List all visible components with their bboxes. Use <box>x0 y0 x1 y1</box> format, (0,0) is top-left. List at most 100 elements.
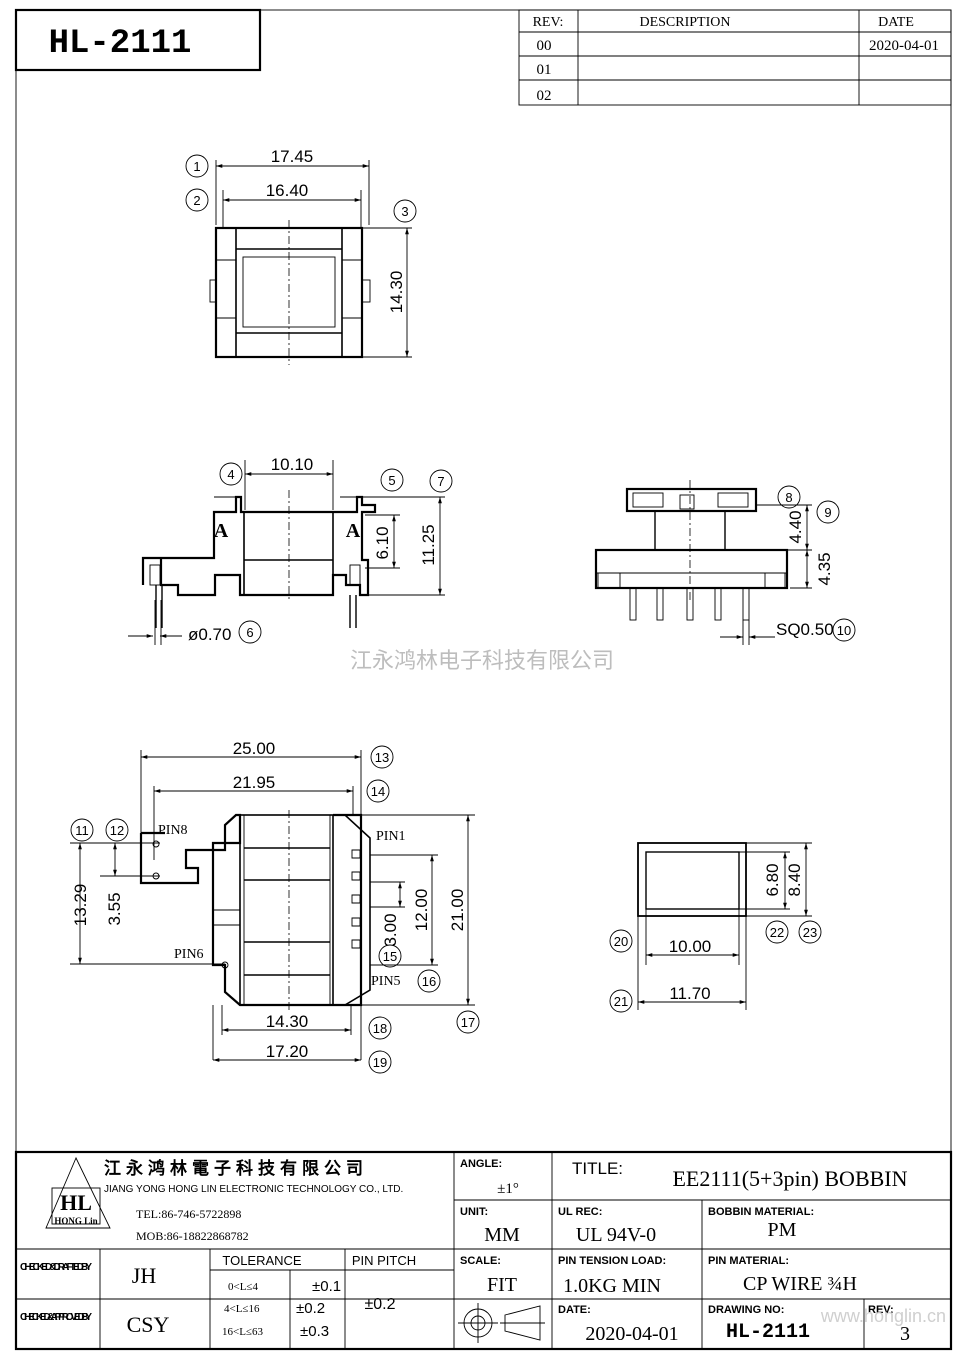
logo-subtext: HONG Lin <box>54 1216 97 1226</box>
date-header: DATE <box>878 15 914 30</box>
dim-10-00: 10.00 <box>669 937 712 956</box>
dim-12-00: 12.00 <box>412 889 431 932</box>
unit-value: MM <box>484 1224 520 1246</box>
rev-row-1: 01 <box>537 62 552 78</box>
callout-2: 2 <box>193 193 200 208</box>
dim-21-00: 21.00 <box>448 889 467 932</box>
pin-pitch-label: PIN PITCH <box>352 1253 416 1268</box>
company-name-en: JIANG YONG HONG LIN ELECTRONIC TECHNOLOG… <box>104 1184 403 1195</box>
scale-label: SCALE: <box>460 1255 501 1267</box>
pin1-label: PIN1 <box>376 829 406 844</box>
rev-date-row-0: 2020-04-01 <box>869 38 939 54</box>
tolerance-range-1: 4<L≤16 <box>224 1303 260 1315</box>
dim-11-25: 11.25 <box>419 524 438 565</box>
logo-text: HL <box>60 1190 92 1215</box>
callout-3: 3 <box>401 204 408 219</box>
callout-6: 6 <box>246 625 253 640</box>
pin6-label: PIN6 <box>174 947 204 962</box>
dim-13-29: 13.29 <box>71 884 90 927</box>
dim-17-20: 17.20 <box>266 1042 309 1061</box>
website: www.honglin.cn <box>820 1306 946 1326</box>
company-name-cn: 江永鸿林電子科技有限公司 <box>104 1158 368 1178</box>
pin5-label: PIN5 <box>371 974 401 989</box>
callout-21: 21 <box>614 994 628 1009</box>
callout-5: 5 <box>388 473 395 488</box>
dim-11-70: 11.70 <box>669 984 710 1003</box>
bobbin-material-value: PM <box>768 1219 797 1241</box>
drawing-no-label: DRAWING NO: <box>708 1304 784 1316</box>
callout-23: 23 <box>803 925 817 940</box>
date-value: 2020-04-01 <box>585 1323 678 1345</box>
part-title: HL-2111 <box>49 25 192 63</box>
angle-value: ±1° <box>497 1181 519 1197</box>
part-title-box: HL-2111 <box>14 8 262 72</box>
callout-22: 22 <box>770 925 784 940</box>
callout-15: 15 <box>383 949 397 964</box>
dim-21-95: 21.95 <box>233 773 276 792</box>
dim-6-80: 6.80 <box>763 863 782 896</box>
tolerance-range-0: 0<L≤4 <box>228 1281 258 1293</box>
company-logo: HL HONG Lin <box>45 1156 111 1229</box>
title-value: EE2111(5+3pin) BOBBIN <box>672 1166 907 1191</box>
dim-10-10: 10.10 <box>271 455 314 474</box>
drawing-border <box>15 9 952 1350</box>
date-label: DATE: <box>558 1304 591 1316</box>
pin-material-label: PIN MATERIAL: <box>708 1255 789 1267</box>
callout-18: 18 <box>373 1021 387 1036</box>
dim-3-55: 3.55 <box>105 892 124 925</box>
callout-4: 4 <box>227 467 234 482</box>
revision-table: REV: DESCRIPTION DATE 00 2020-04-01 01 0… <box>518 9 952 106</box>
projection-symbol <box>458 1303 545 1343</box>
title-label: TITLE: <box>572 1159 623 1178</box>
checked-drafted-label: CHECKED & DRAFTED BY <box>20 1262 92 1273</box>
dim-sq-0-50: SQ0.50 <box>776 620 834 639</box>
dim-16-40: 16.40 <box>266 181 309 200</box>
callout-12: 12 <box>110 823 124 838</box>
pin-pitch-value: ±0.2 <box>364 1296 395 1313</box>
pin-tension-value: 1.0KG MIN <box>563 1275 661 1297</box>
callouts: 1 2 3 4 5 6 7 8 9 10 11 12 13 14 15 16 1… <box>70 154 856 1074</box>
dim-14-30-bottom: 14.30 <box>266 1012 309 1031</box>
checked-approved-label: CHECKED & APPROVED BY <box>20 1312 92 1323</box>
checked-drafted-value: JH <box>132 1263 157 1288</box>
rev-header: REV: <box>533 15 564 30</box>
callout-10: 10 <box>837 623 851 638</box>
tolerance-value-0: ±0.1 <box>312 1278 341 1295</box>
top-view: 17.45 16.40 14.30 <box>209 147 412 365</box>
rev-label: REV: <box>868 1304 894 1316</box>
callout-9: 9 <box>824 505 831 520</box>
dim-25-00: 25.00 <box>233 739 276 758</box>
scale-value: FIT <box>487 1274 517 1296</box>
callout-19: 19 <box>373 1055 387 1070</box>
tolerance-value-1: ±0.2 <box>296 1300 325 1317</box>
side-view: 10.10 6.10 11.25 ø0.70 A A <box>128 455 445 645</box>
watermark: 江永鸿林电子科技有限公司 <box>350 648 614 673</box>
company-tel: TEL:86-746-5722898 <box>136 1207 241 1221</box>
dim-4-35: 4.35 <box>815 552 834 585</box>
rev-row-2: 02 <box>537 88 552 104</box>
checked-approved-value: CSY <box>127 1312 170 1337</box>
section-mark-right: A <box>346 520 361 542</box>
dim-4-40: 4.40 <box>786 510 805 543</box>
bottom-view: 25.00 21.95 13.29 3.55 21.00 <box>70 739 475 1062</box>
window-view: 6.80 8.40 10.00 11.70 <box>637 842 812 1010</box>
dim-3-00: 3.00 <box>381 913 400 946</box>
pin-tension-label: PIN TENSION LOAD: <box>558 1255 666 1267</box>
title-block: HL HONG Lin 江永鸿林電子科技有限公司 JIANG YONG HONG… <box>14 1150 953 1351</box>
tolerance-value-2: ±0.3 <box>300 1323 329 1340</box>
callout-20: 20 <box>614 934 628 949</box>
dim-17-45: 17.45 <box>271 147 314 166</box>
drawing-no-value: HL-2111 <box>726 1321 810 1344</box>
front-view: 4.40 4.35 SQ0.50 <box>594 480 834 645</box>
callout-13: 13 <box>375 750 389 765</box>
callout-11: 11 <box>75 823 89 838</box>
rev-value: 3 <box>900 1323 910 1345</box>
angle-label: ANGLE: <box>460 1158 502 1170</box>
unit-label: UNIT: <box>460 1206 488 1218</box>
callout-1: 1 <box>193 159 200 174</box>
pin8-label: PIN8 <box>158 823 188 838</box>
bobbin-material-label: BOBBIN MATERIAL: <box>708 1206 814 1218</box>
callout-14: 14 <box>371 784 385 799</box>
dim-14-30: 14.30 <box>387 271 406 314</box>
